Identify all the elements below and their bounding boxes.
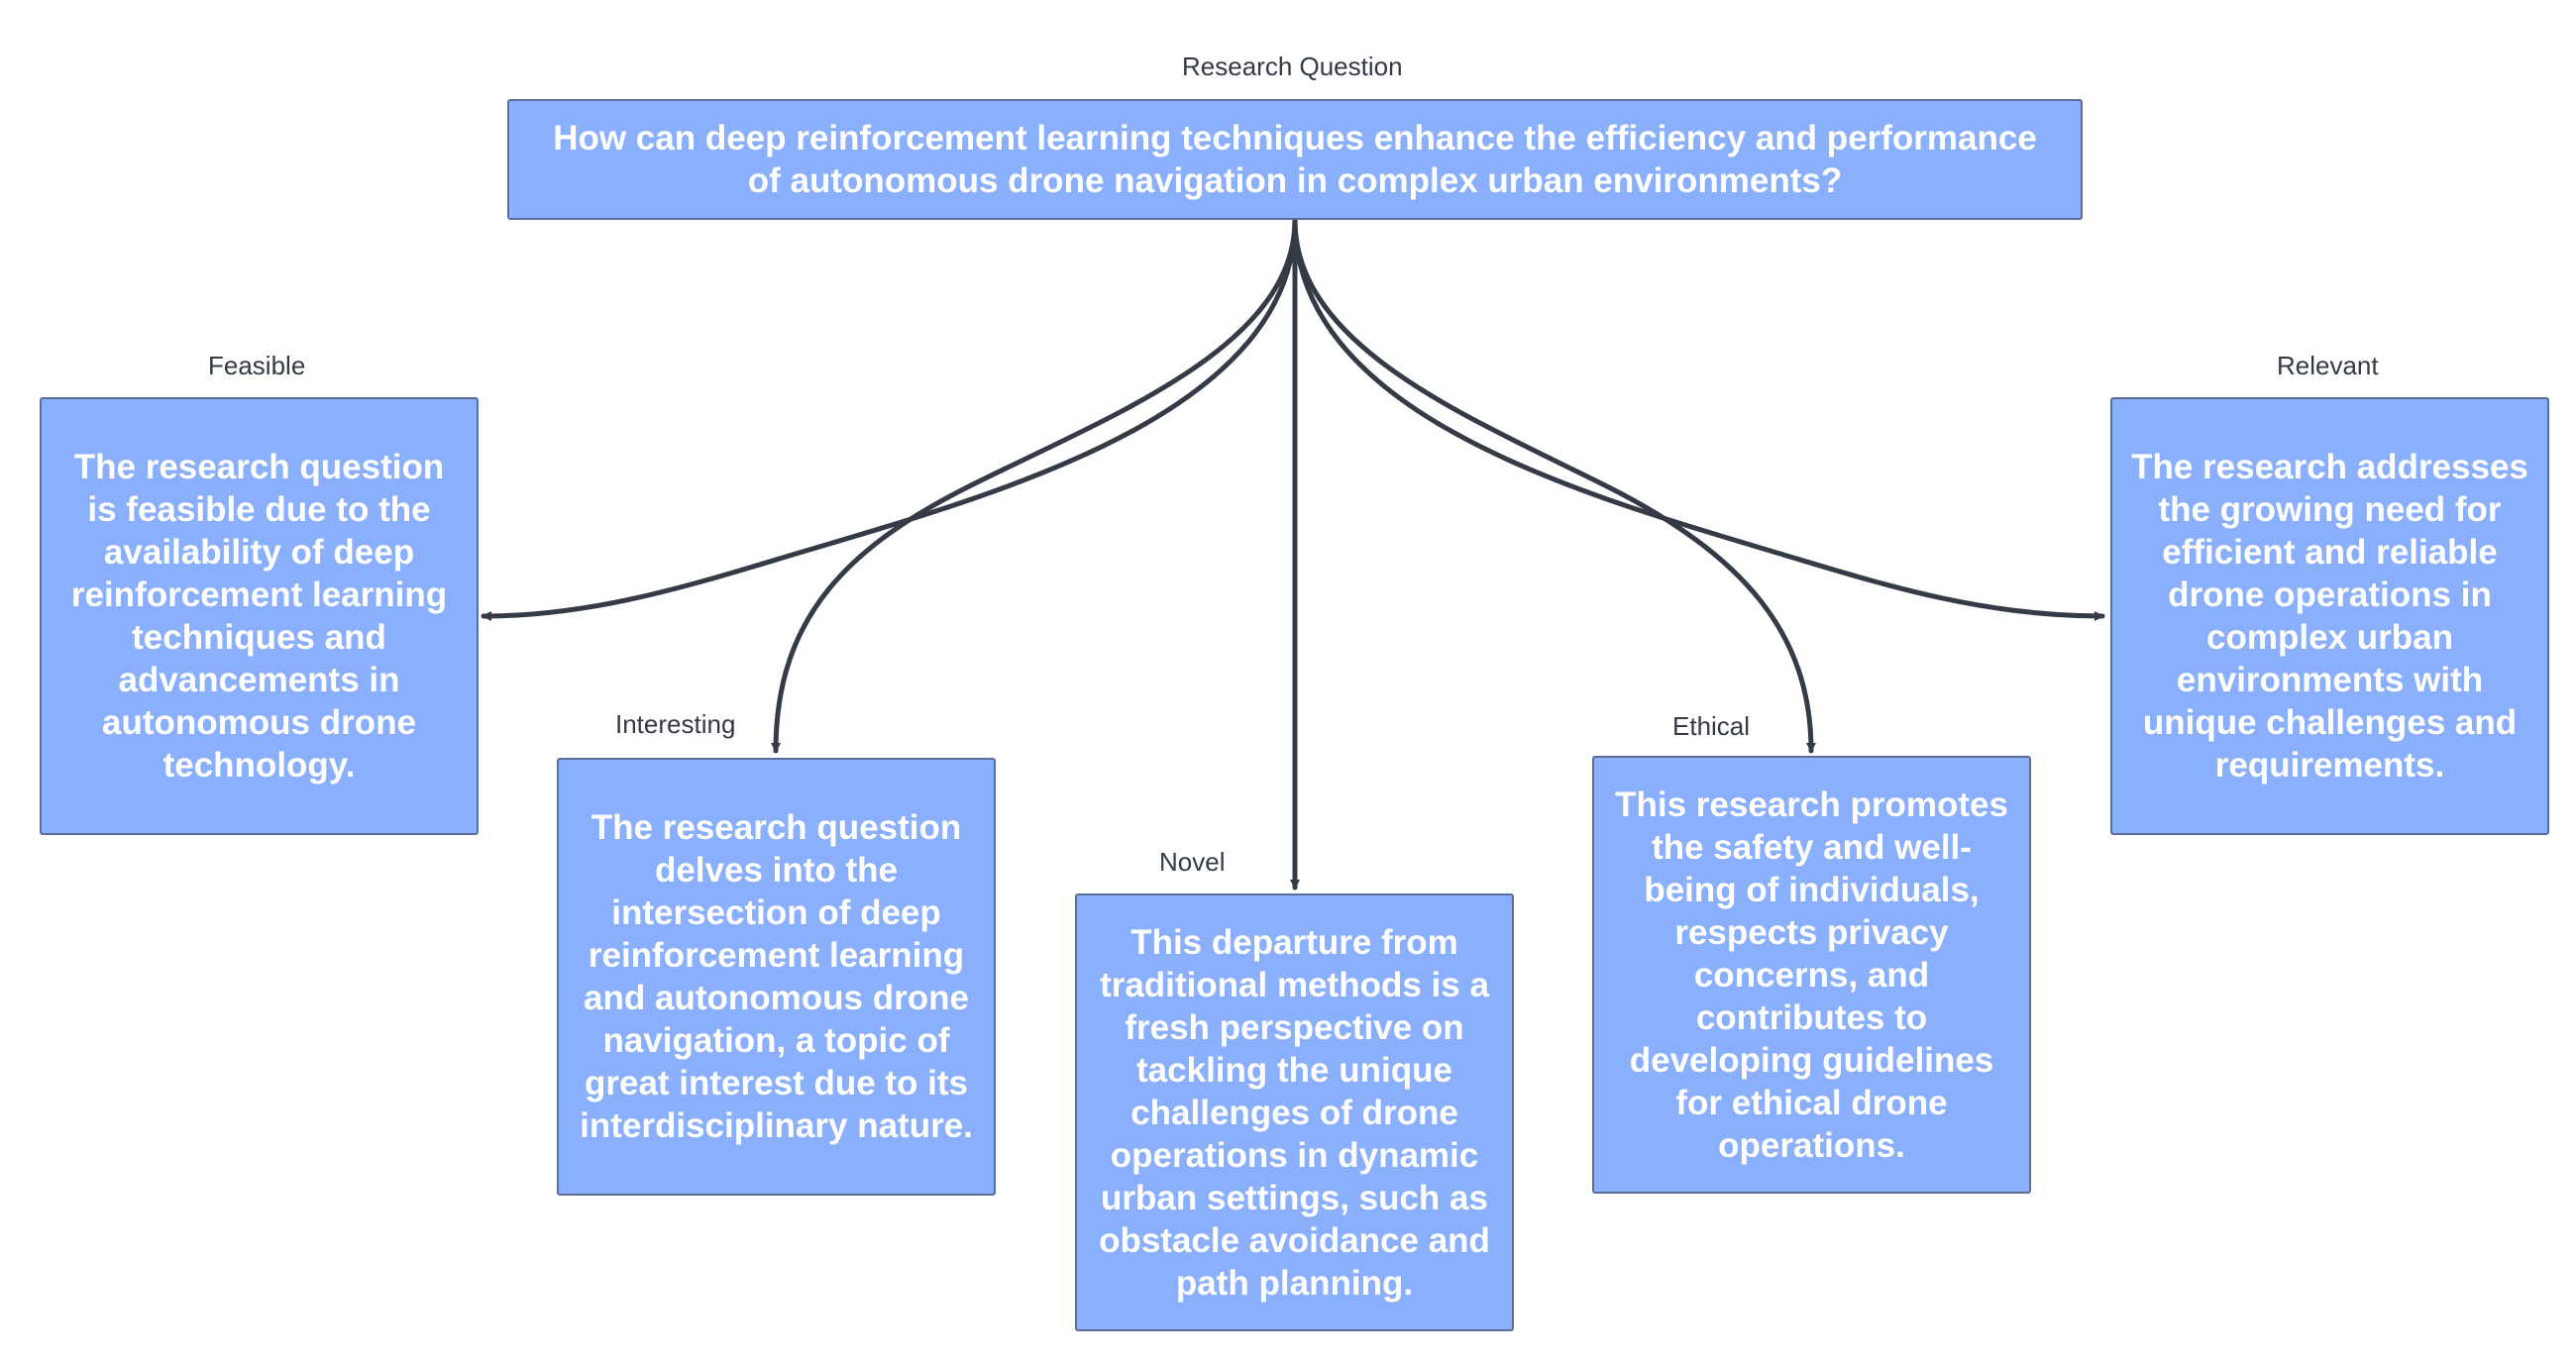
ethical-box: This research promotes the safety and we… [1592,756,2031,1194]
novel-box: This departure from traditional methods … [1075,893,1514,1331]
relevant-label: Relevant [2277,351,2379,380]
connector-feasible [481,217,1298,621]
relevant-text: The research addresses the growing need … [2131,448,2528,785]
connector-relevant [1292,217,2105,621]
relevant-box: The research addresses the growing need … [2110,397,2549,835]
research-question-box: How can deep reinforcement learning tech… [507,99,2083,220]
interesting-label: Interesting [615,709,736,739]
ethical-text: This research promotes the safety and we… [1615,785,2008,1165]
research-question-label: Research Question [1182,52,1403,81]
feasible-label: Feasible [208,351,306,380]
ethical-label: Ethical [1672,711,1751,741]
feasible-box: The research question is feasible due to… [40,397,479,835]
novel-label: Novel [1159,847,1226,877]
interesting-text: The research question delves into the in… [580,808,973,1145]
connector-ethical [1292,217,1816,754]
novel-text: This departure from traditional methods … [1099,922,1490,1303]
research-question-text: How can deep reinforcement learning tech… [553,119,2037,200]
connector-interesting [771,217,1298,754]
interesting-box: The research question delves into the in… [557,758,996,1196]
feasible-text: The research question is feasible due to… [70,448,448,785]
